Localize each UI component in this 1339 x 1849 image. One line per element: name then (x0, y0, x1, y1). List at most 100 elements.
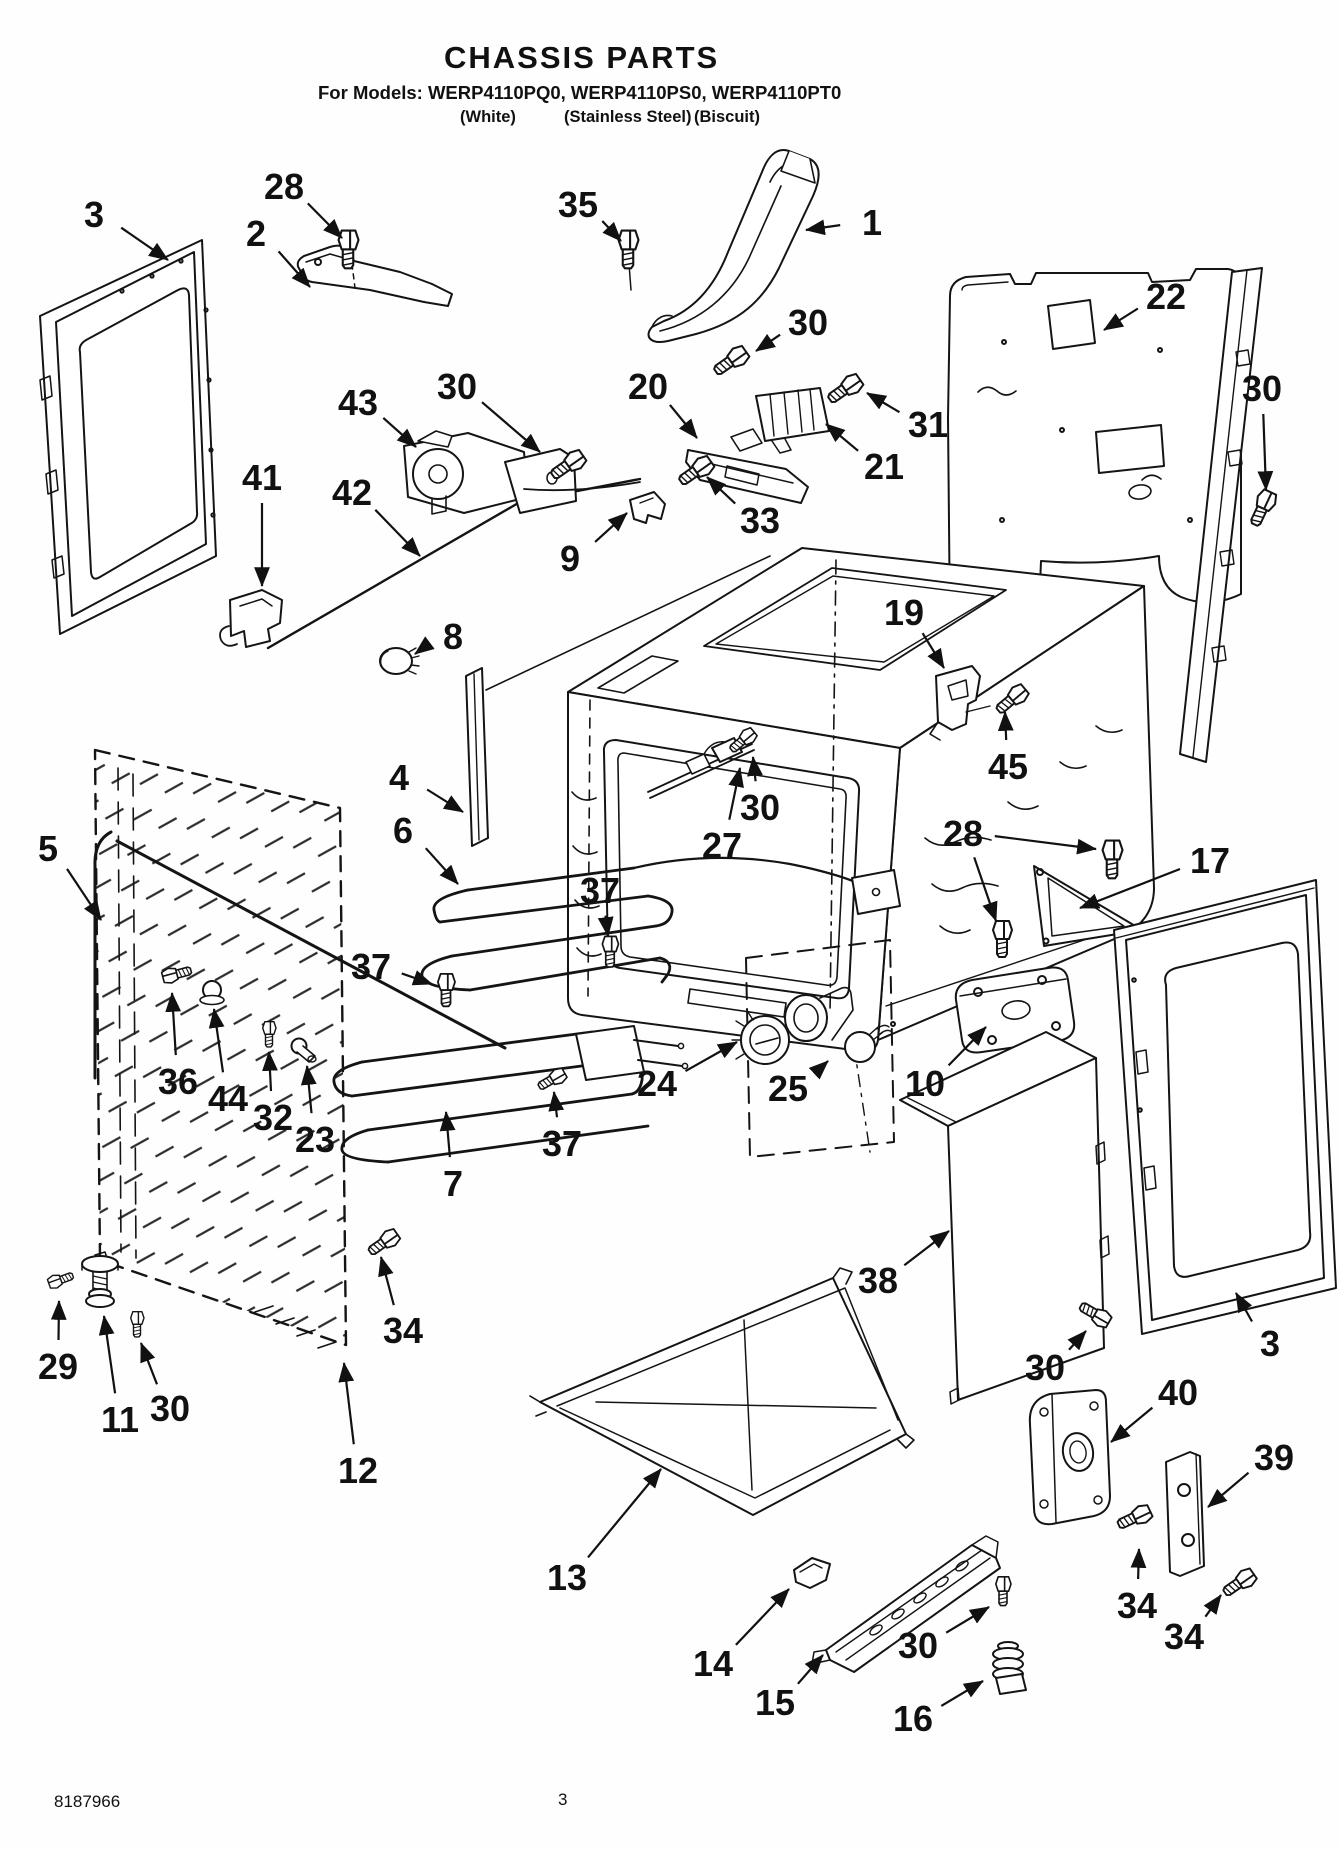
knob-44 (199, 980, 225, 1006)
screw-34-panel (364, 1225, 403, 1261)
screw-30-rear-panel (1245, 487, 1280, 530)
callout-37: 37 (351, 946, 433, 987)
finish-stainless: (Stainless Steel) (564, 108, 692, 126)
leader-line (424, 847, 459, 885)
leader-line (439, 1111, 456, 1158)
part-terminal-block-21 (755, 387, 830, 454)
callout-number-25: 25 (768, 1068, 808, 1109)
leader-line (947, 1026, 987, 1067)
leader-line (1130, 1548, 1147, 1580)
callout-30: 30 (1242, 368, 1282, 491)
leader-line (50, 1300, 67, 1341)
callout-number-14: 14 (693, 1643, 733, 1684)
callout-36: 36 (158, 992, 198, 1102)
leader-line (805, 219, 841, 236)
callout-21: 21 (825, 423, 904, 487)
leader-line (378, 1256, 395, 1306)
callout-10: 10 (905, 1026, 987, 1104)
callout-39: 39 (1207, 1437, 1294, 1508)
callout-35: 35 (558, 184, 622, 242)
callout-number-23: 23 (295, 1119, 335, 1160)
leader-line (262, 1051, 278, 1092)
leader-line (277, 250, 311, 288)
callout-4: 4 (389, 757, 464, 813)
leader-line (1067, 1330, 1087, 1351)
callout-7: 7 (439, 1111, 463, 1204)
screw-31 (823, 370, 867, 409)
callout-number-30: 30 (740, 787, 780, 828)
callout-34: 34 (1117, 1548, 1157, 1626)
leader-line (706, 476, 736, 505)
leader-line (587, 1468, 662, 1559)
callout-38: 38 (858, 1230, 950, 1301)
callout-45: 45 (988, 711, 1028, 787)
part-glide-rail-15 (811, 1535, 1001, 1673)
callout-number-5: 5 (38, 828, 58, 869)
callout-number-9: 9 (560, 538, 580, 579)
finish-white: (White) (460, 108, 516, 126)
callout-number-37: 37 (542, 1123, 582, 1164)
callout-number-30: 30 (788, 302, 828, 343)
part-bracket-2 (296, 244, 453, 307)
callout-32: 32 (253, 1051, 293, 1138)
callout-2: 2 (246, 213, 311, 288)
callout-24: 24 (637, 1041, 738, 1104)
callout-13: 13 (547, 1468, 662, 1598)
callout-number-30: 30 (898, 1625, 938, 1666)
leader-line (426, 788, 464, 813)
leader-line (66, 868, 102, 921)
callout-30: 30 (139, 1342, 190, 1429)
leader-line (728, 767, 744, 820)
callout-30: 30 (437, 366, 541, 453)
callout-number-29: 29 (38, 1346, 78, 1387)
screw-34-b (1219, 1565, 1260, 1602)
part-vent-trim-1 (628, 149, 820, 343)
callout-44: 44 (208, 1008, 248, 1119)
part-thermostat-43 (403, 430, 641, 515)
callout-27: 27 (702, 767, 744, 866)
callout-number-39: 39 (1254, 1437, 1294, 1478)
callout-30: 30 (1025, 1330, 1087, 1388)
callout-number-15: 15 (755, 1682, 795, 1723)
callout-number-30: 30 (1025, 1347, 1065, 1388)
callout-1: 1 (805, 202, 882, 243)
callout-31: 31 (866, 392, 948, 445)
callout-number-30: 30 (1242, 368, 1282, 409)
callout-number-34: 34 (1164, 1616, 1204, 1657)
callout-43: 43 (338, 382, 417, 448)
leader-line (1203, 1594, 1222, 1618)
callout-number-33: 33 (740, 500, 780, 541)
part-clip-41 (219, 589, 283, 648)
callout-40: 40 (1110, 1372, 1198, 1443)
callout-number-17: 17 (1190, 840, 1230, 881)
callout-number-37: 37 (351, 946, 391, 987)
callout-number-4: 4 (389, 757, 409, 798)
callout-number-12: 12 (338, 1450, 378, 1491)
callout-number-27: 27 (702, 825, 742, 866)
models-line: For Models: WERP4110PQ0, WERP4110PS0, WE… (318, 82, 842, 103)
callout-11: 11 (98, 1315, 139, 1440)
callout-number-1: 1 (862, 202, 882, 243)
callout-number-19: 19 (884, 592, 924, 633)
callout-number-28: 28 (943, 813, 983, 854)
part-oven-light (731, 939, 896, 1158)
screw-30-rail (994, 1576, 1012, 1607)
part-latch-19 (929, 665, 991, 741)
leader-line (669, 404, 698, 439)
part-door-panel-left (39, 239, 217, 635)
callout-30: 30 (755, 302, 828, 352)
callout-number-43: 43 (338, 382, 378, 423)
grommet-23 (290, 1037, 317, 1063)
callout-number-37: 37 (580, 870, 620, 911)
leader-line (120, 226, 169, 261)
leader-line (414, 636, 435, 655)
part-bracket-20 (685, 428, 809, 504)
callout-number-36: 36 (158, 1061, 198, 1102)
callout-42: 42 (332, 472, 421, 557)
callout-6: 6 (393, 810, 459, 885)
leader-line (684, 1041, 738, 1073)
callout-number-20: 20 (628, 366, 668, 407)
callout-22: 22 (1103, 276, 1186, 331)
callout-5: 5 (38, 828, 102, 921)
